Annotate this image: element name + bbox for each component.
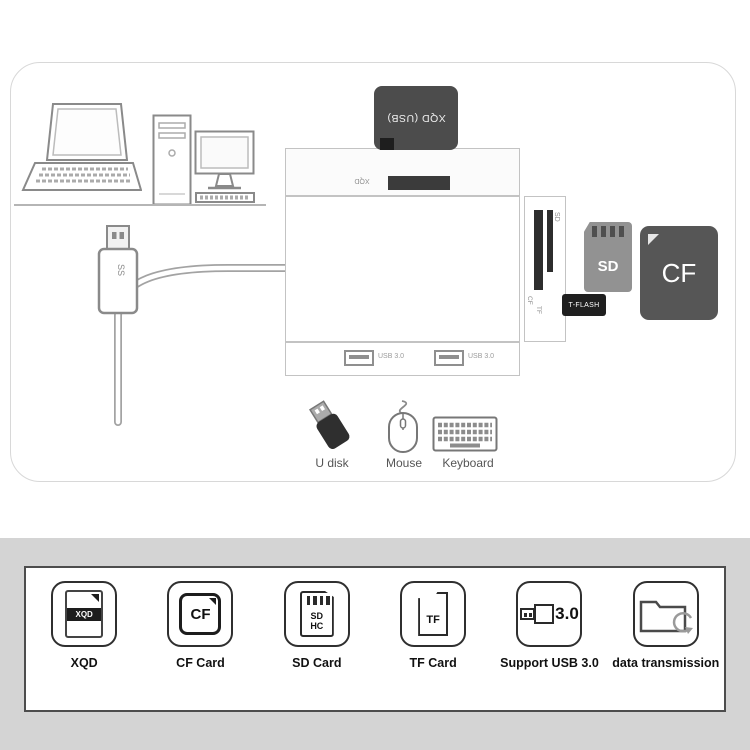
keyboard-icon xyxy=(432,416,498,452)
corner-triangle-icon xyxy=(209,598,217,605)
cf-card-label: CF xyxy=(661,257,697,288)
tf-slot-label: TF xyxy=(535,306,542,314)
xqd-card-notch xyxy=(380,138,394,150)
tf-icon-text: TF xyxy=(426,614,440,626)
usb-plug-label: SS xyxy=(116,264,126,276)
feature-label-cf: CF Card xyxy=(176,656,225,670)
usb-flash-drive-icon xyxy=(308,400,350,449)
feature-label-xqd: XQD xyxy=(70,656,98,670)
cf-card-corner-mark xyxy=(648,234,659,245)
feature-tf: TF TF Card xyxy=(377,581,489,670)
u-disk-label: U disk xyxy=(315,456,349,470)
sd-pins-icon xyxy=(306,596,330,605)
tf-slot-bar xyxy=(547,210,553,272)
feature-usb3: 3.0 Support USB 3.0 xyxy=(493,581,605,670)
reader-usb-section xyxy=(285,342,520,376)
sd-slot-bar xyxy=(534,210,543,290)
feature-cf: CF CF Card xyxy=(144,581,256,670)
desktop-tower-icon xyxy=(152,114,192,206)
sd-card-pins xyxy=(592,226,626,237)
usb3-icon-text: 3.0 xyxy=(555,604,579,623)
usb-port-2 xyxy=(434,350,464,366)
monitor-icon xyxy=(194,130,255,203)
feature-label-sd: SD Card xyxy=(292,656,342,670)
usb-metal-tip-icon xyxy=(520,608,536,620)
reader-card-slots xyxy=(524,196,566,342)
usb-port-1-label: USB 3.0 xyxy=(378,353,405,360)
sd-card-label: SD xyxy=(597,258,619,275)
sd-icon-text-bottom: HC xyxy=(310,621,324,631)
feature-label-tf: TF Card xyxy=(409,656,457,670)
feature-xqd: XQD XQD xyxy=(28,581,140,670)
usb-body-icon xyxy=(534,604,555,624)
usb3-plug-icon: 3.0 xyxy=(516,581,583,647)
features-panel: XQD XQD CF CF Card SD HC xyxy=(24,566,726,712)
usb-port-2-label: USB 3.0 xyxy=(468,353,495,360)
usb-plug-icon: SS xyxy=(97,225,139,315)
tf-card-icon: TF xyxy=(400,581,467,647)
folder-transfer-icon xyxy=(639,600,693,634)
xqd-slot xyxy=(388,176,450,190)
feature-data-transmission: data transmission xyxy=(610,581,722,670)
feature-label-usb3: Support USB 3.0 xyxy=(500,656,599,670)
sd-slot-label: SD xyxy=(553,212,560,222)
feature-sd: SD HC SD Card xyxy=(261,581,373,670)
cf-icon-text: CF xyxy=(190,605,211,623)
desk-line xyxy=(14,204,266,206)
sd-icon-text-top: SD xyxy=(310,611,324,621)
mouse-icon xyxy=(388,400,418,453)
mouse-label: Mouse xyxy=(385,456,423,470)
xqd-icon-text: XQD xyxy=(67,608,102,621)
laptop-icon xyxy=(21,103,142,191)
xqd-card-label: XQD (USB) xyxy=(386,112,446,124)
cf-card-icon: CF xyxy=(167,581,234,647)
xqd-slot-label: XQD xyxy=(354,177,370,184)
xqd-card-icon: XQD xyxy=(51,581,118,647)
folder-sync-icon xyxy=(632,581,699,647)
reader-main-body xyxy=(285,196,520,342)
feature-label-data-transmission: data transmission xyxy=(612,656,720,670)
usb-port-1 xyxy=(344,350,374,366)
cf-slot-label: CF xyxy=(526,296,533,305)
keyboard-label: Keyboard xyxy=(442,456,494,470)
sd-card-icon: SD HC xyxy=(283,581,350,647)
corner-triangle-icon xyxy=(91,594,100,602)
tflash-card: T-FLASH xyxy=(562,294,606,316)
